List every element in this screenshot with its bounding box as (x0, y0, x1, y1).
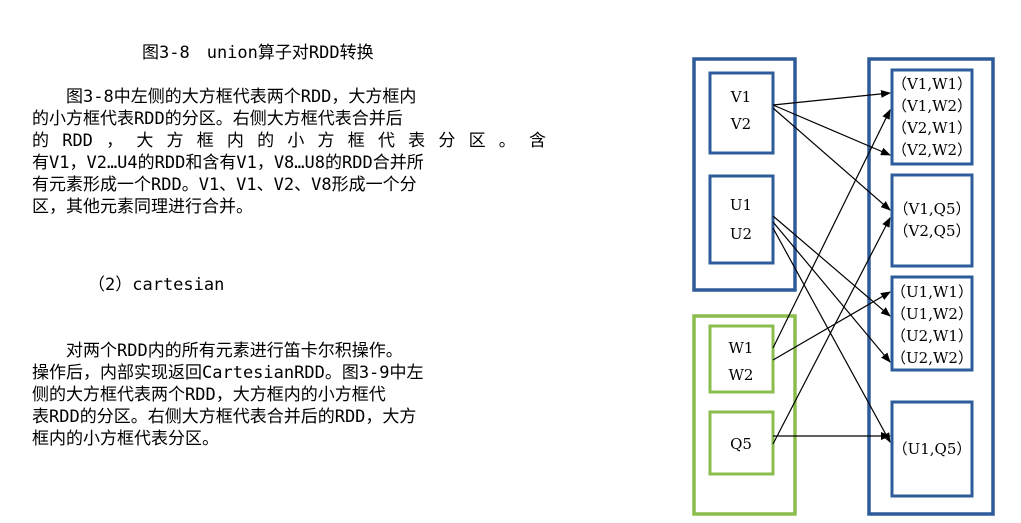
partition-w-box (708, 324, 775, 394)
result-element: （V1,W1） (892, 75, 972, 93)
result-element: （V2,W2） (892, 141, 972, 159)
partition-label: U1 (730, 196, 752, 214)
arrow (772, 109, 891, 349)
text-line: 的小方框代表RDD的分区。右侧大方框代表合并后 (32, 109, 403, 129)
result-partition-box (890, 275, 974, 372)
text-line: 框内的小方框代表分区。 (32, 429, 219, 449)
paragraph-union-description: 图3-8中左侧的大方框代表两个RDD，大方框内 的小方框代表RDD的分区。右侧大… (32, 86, 546, 218)
left-rdd-2-box (692, 314, 797, 516)
result-partition-box (890, 173, 974, 268)
arrow (772, 107, 891, 211)
text-line: 对两个RDD内的所有元素进行笛卡尔积操作。 (32, 341, 403, 361)
right-rdd-box (867, 57, 995, 516)
partition-label: V2 (730, 115, 751, 133)
paragraph-cartesian-description: 对两个RDD内的所有元素进行笛卡尔积操作。 操作后，内部实现返回Cartesia… (32, 340, 424, 450)
partition-u-box (708, 174, 775, 265)
section-heading-cartesian: （2）cartesian (88, 275, 225, 295)
arrow (772, 217, 891, 445)
partition-v-box (708, 71, 775, 155)
result-element: （V1,Q5） (894, 200, 971, 218)
partition-label: W2 (729, 366, 754, 384)
arrow (772, 291, 891, 361)
partition-label: U2 (730, 225, 752, 243)
result-element: （U2,W1） (891, 327, 973, 345)
text-line: 的RDD，大方框内的小方框代表分区。含 (32, 131, 546, 151)
text-line: 有V1，V2…U4的RDD和含有V1，V8…U8的RDD合并所 (32, 153, 424, 173)
partition-label: V1 (730, 88, 751, 106)
partition-label: W1 (729, 339, 754, 357)
result-element: （V1,W2） (892, 97, 972, 115)
text-line: 操作后，内部实现返回CartesianRDD。图3-9中左 (32, 363, 424, 383)
result-element: （V2,Q5） (894, 222, 971, 240)
partition-label: Q5 (730, 435, 752, 453)
arrow-group (772, 89, 891, 445)
figure-caption: 图3-8 union算子对RDD转换 (142, 43, 374, 63)
arrow (772, 89, 891, 106)
result-element: （U1,W2） (891, 305, 973, 323)
result-partition-box (890, 68, 974, 166)
arrow (772, 221, 891, 363)
arrow (772, 215, 891, 317)
result-element: （U1,W1） (891, 283, 973, 301)
text-line: 区，其他元素同理进行合并。 (32, 197, 253, 217)
text-line: 图3-8中左侧的大方框代表两个RDD，大方框内 (32, 87, 417, 107)
text-line: 侧的大方框代表两个RDD，大方框内的小方框代 (32, 385, 386, 405)
text-line: 有元素形成一个RDD。V1、V1、V2、V8形成一个分 (32, 175, 417, 195)
arrow (772, 227, 891, 443)
result-element: （V2,W1） (892, 119, 972, 137)
left-rdd-1-box (692, 57, 797, 292)
arrow (772, 104, 891, 156)
result-partition-box (890, 400, 974, 498)
result-element: （U2,W2） (891, 349, 973, 367)
text-line: 表RDD的分区。右侧大方框代表合并后的RDD，大方 (32, 407, 417, 427)
result-element: （U1,Q5） (893, 440, 972, 458)
